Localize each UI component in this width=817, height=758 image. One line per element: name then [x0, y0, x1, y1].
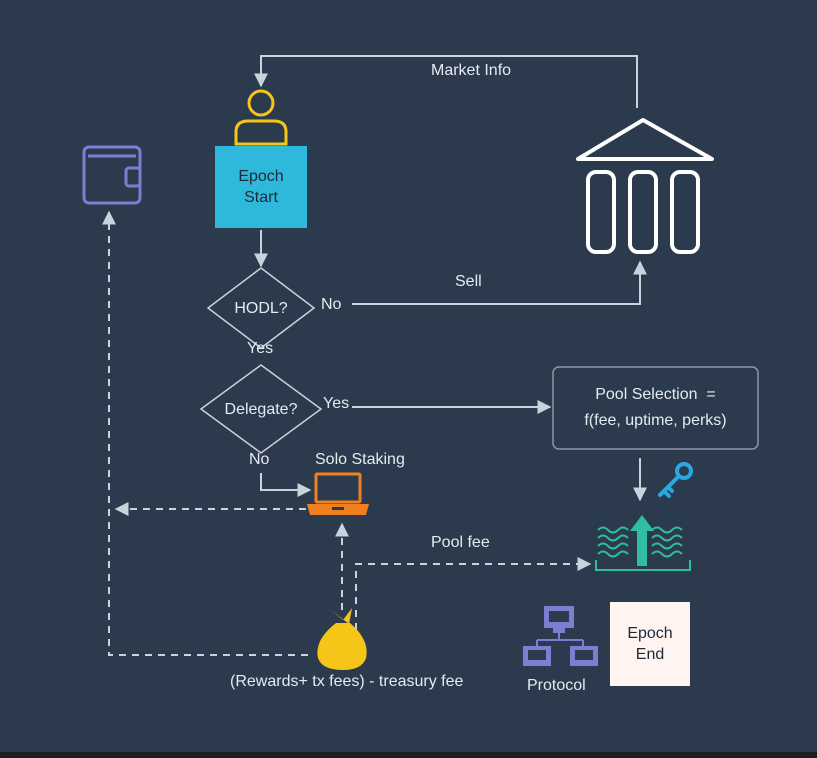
delegate-label: Delegate?	[224, 400, 298, 418]
hodl-yes-label: Yes	[247, 340, 274, 357]
rewards-return-edges	[102, 210, 592, 656]
pool-selection-label: Pool Selection = f(fee, uptime, perks)	[584, 386, 727, 429]
delegate-decision	[199, 364, 323, 454]
protocol-label: Protocol	[527, 677, 586, 694]
pool-fee-label: Pool fee	[431, 534, 490, 551]
epoch-end-box	[610, 602, 690, 686]
hodl-label: HODL?	[234, 299, 288, 317]
solo-staking-label: Solo Staking	[315, 451, 405, 468]
market-info-edge	[254, 55, 638, 108]
pool-selection-box	[552, 366, 759, 450]
network-icon	[523, 606, 598, 666]
wallet-icon	[82, 145, 142, 205]
hodl-no-label: No	[321, 296, 342, 313]
bottom-border	[0, 752, 817, 758]
delegate-no-edge	[260, 473, 312, 497]
user-icon	[234, 89, 288, 146]
epoch-end-label: Epoch End	[627, 625, 673, 663]
hodl-decision	[206, 267, 316, 349]
bank-icon	[576, 118, 714, 254]
pool-icon	[595, 515, 691, 571]
sell-edge	[352, 260, 647, 305]
rewards-label: (Rewards+ tx fees) - treasury fee	[230, 673, 464, 690]
market-info-label: Market Info	[431, 62, 512, 79]
delegate-yes-label: Yes	[323, 395, 350, 412]
epoch-start-box	[215, 146, 307, 228]
sell-label: Sell	[455, 273, 482, 290]
epoch-start-label: Epoch Start	[238, 168, 284, 206]
delegate-no-label: No	[249, 451, 270, 468]
key-icon	[658, 462, 693, 498]
laptop-icon	[307, 472, 369, 515]
money-bag-icon	[317, 608, 367, 670]
